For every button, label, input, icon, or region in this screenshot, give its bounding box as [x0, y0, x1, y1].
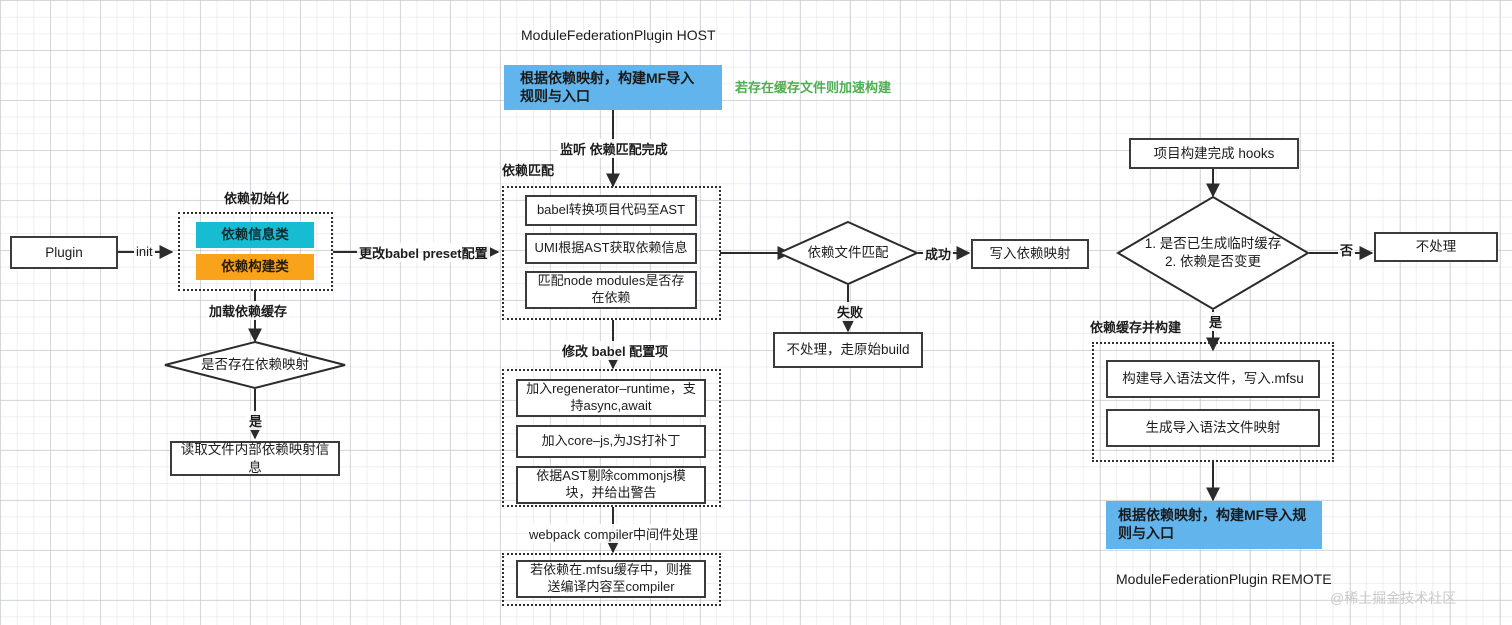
watermark: @稀土掘金技术社区	[1330, 590, 1457, 606]
has-dep-map-diamond-label: 是否存在依赖映射	[201, 357, 309, 373]
remote-title: ModuleFederationPlugin REMOTE	[1116, 571, 1332, 587]
group-dep-init	[178, 212, 333, 291]
read-dep-map-box[interactable]: 读取文件内部依赖映射信息	[170, 441, 340, 476]
gen-import-map-box[interactable]: 生成导入语法文件映射	[1106, 409, 1320, 447]
dep-info-class-box[interactable]: 依赖信息类	[196, 222, 314, 248]
group-label-dep-cache-build: 依赖缓存并构建	[1090, 320, 1182, 335]
no-handle-box[interactable]: 不处理	[1374, 232, 1498, 262]
cache-decision-diamond-label: 1. 是否已生成临时缓存 2. 依赖是否变更	[1144, 236, 1282, 269]
core-js-box[interactable]: 加入core–js,为JS打补丁	[516, 425, 706, 458]
group-label-dep-init: 依赖初始化	[224, 191, 290, 206]
dep-build-class-box[interactable]: 依赖构建类	[196, 254, 314, 280]
regenerator-box[interactable]: 加入regenerator–runtime，支持async,await	[516, 379, 706, 417]
edge-label-success: 成功	[923, 244, 954, 263]
write-dep-map-box[interactable]: 写入依赖映射	[971, 239, 1089, 269]
no-handle-build-box[interactable]: 不处理，走原始build	[773, 332, 923, 368]
group-webpack-middleware	[502, 553, 721, 606]
group-dep-match	[502, 186, 721, 320]
edge-label-no-right: 否	[1338, 240, 1356, 259]
edge-label-listen-match-done: 监听 依赖匹配完成	[558, 139, 670, 158]
group-label-dep-match: 依赖匹配	[502, 163, 555, 178]
mf-host-box[interactable]: 根据依赖映射，构建MF导入规则与入口	[504, 65, 722, 110]
edge-label-modify-babel-config: 修改 babel 配置项	[560, 341, 671, 360]
edge-label-yes-right: 是	[1207, 312, 1225, 331]
edge-label-webpack-compiler-mid: webpack compiler中间件处理	[527, 524, 701, 543]
strip-commonjs-box[interactable]: 依据AST剔除commonjs模块，并给出警告	[516, 466, 706, 504]
dep-file-match-diamond-label: 依赖文件匹配	[807, 245, 889, 261]
host-title: ModuleFederationPlugin HOST	[521, 27, 716, 43]
group-babel-config	[502, 369, 721, 507]
edge-label-yes-left: 是	[247, 411, 265, 430]
build-import-file-box[interactable]: 构建导入语法文件，写入.mfsu	[1106, 360, 1320, 398]
babel-ast-box[interactable]: babel转换项目代码至AST	[525, 195, 697, 226]
group-dep-cache-build	[1092, 342, 1334, 462]
umi-ast-box[interactable]: UMI根据AST获取依赖信息	[525, 233, 697, 264]
edge-label-fail: 失败	[835, 302, 866, 321]
mfsu-push-box[interactable]: 若依赖在.mfsu缓存中，则推送编译内容至compiler	[516, 560, 706, 598]
edge-label-init: init	[134, 244, 155, 259]
cache-speedup-note: 若存在缓存文件则加速构建	[735, 80, 892, 95]
plugin-box[interactable]: Plugin	[10, 236, 118, 269]
match-node-modules-box[interactable]: 匹配node modules是否存在依赖	[525, 271, 697, 309]
mf-remote-box[interactable]: 根据依赖映射，构建MF导入规则与入口	[1106, 501, 1322, 549]
edge-label-load-dep-cache: 加载依赖缓存	[207, 301, 290, 320]
build-hooks-box[interactable]: 项目构建完成 hooks	[1129, 138, 1299, 169]
edge-label-change-babel-preset: 更改babel preset配置	[357, 243, 490, 262]
